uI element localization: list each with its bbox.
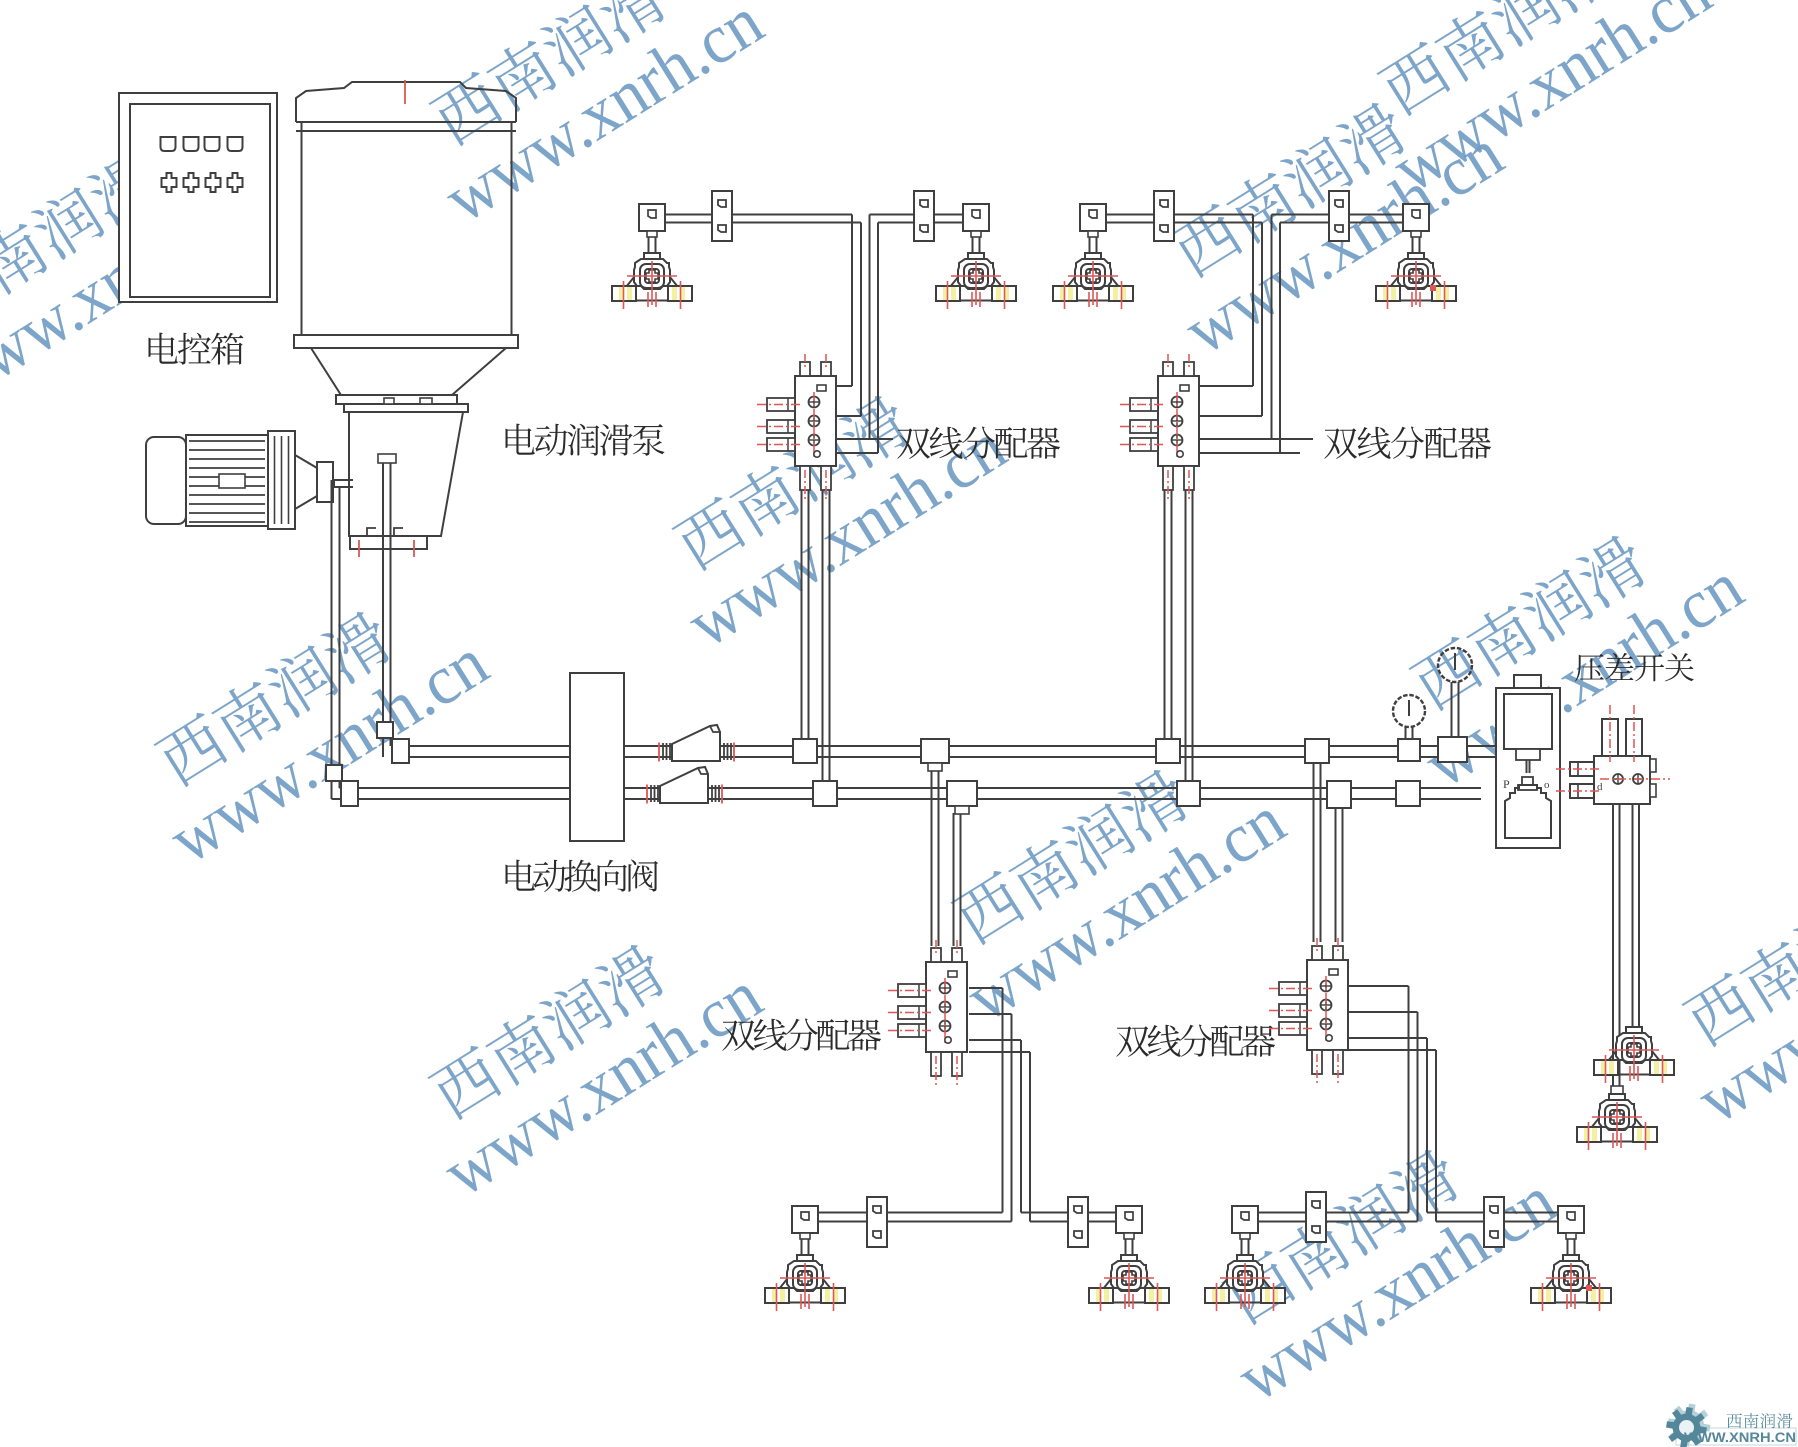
svg-text:P: P (1503, 777, 1510, 791)
svg-text:d: d (1597, 781, 1603, 793)
svg-text:o: o (1544, 779, 1550, 791)
svg-text:WWW.XNRH.CN: WWW.XNRH.CN (1684, 1429, 1796, 1445)
